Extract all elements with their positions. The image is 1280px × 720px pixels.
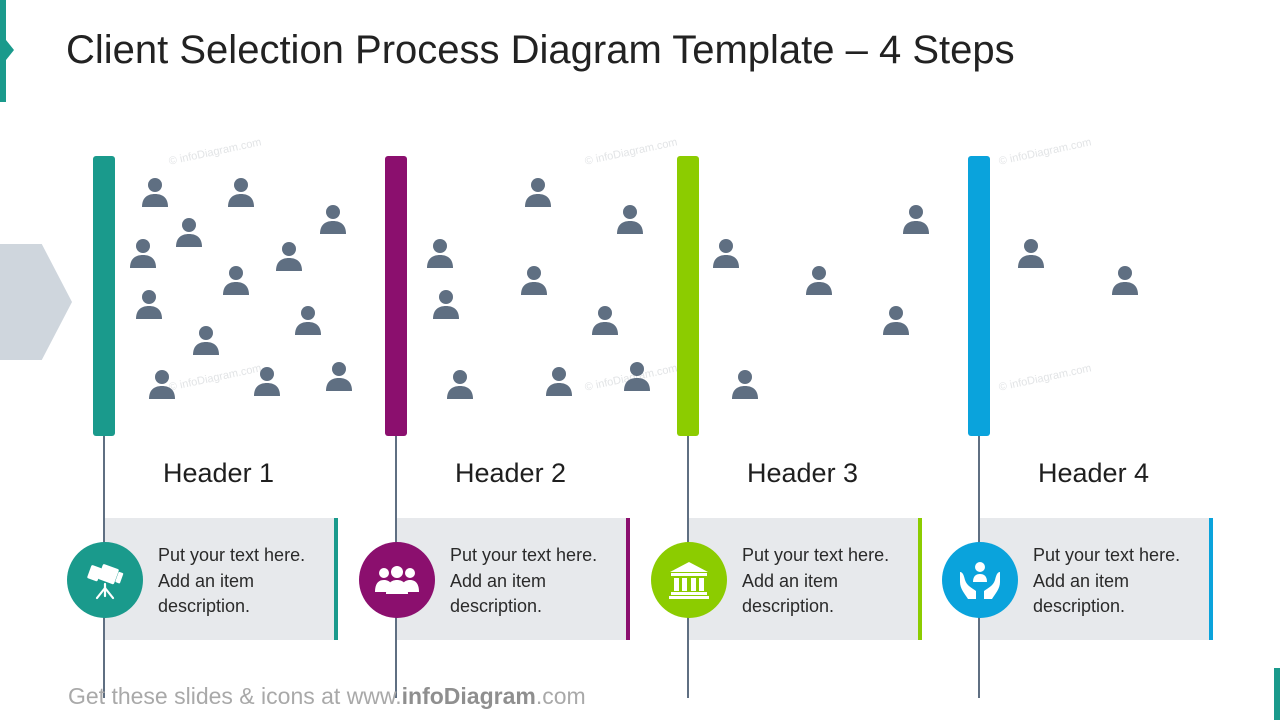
step-4-header: Header 4	[1038, 458, 1150, 488]
desc-line: Add an item	[158, 570, 255, 591]
person-icon	[591, 304, 619, 336]
person-icon	[135, 288, 163, 320]
bank-building-icon	[651, 542, 727, 618]
step-3-bar	[677, 156, 699, 436]
step-3-box-edge	[918, 518, 922, 640]
person-icon	[175, 216, 203, 248]
step-1-box-edge	[334, 518, 338, 640]
step-1-header: Header 1	[163, 458, 275, 488]
person-icon	[253, 365, 281, 397]
left-accent-notch	[6, 40, 14, 60]
step-1-description-box	[105, 518, 338, 640]
person-icon	[148, 368, 176, 400]
person-icon	[222, 264, 250, 296]
entry-arrow-shape	[0, 244, 72, 360]
step-1-description: Put your text here. Add an item descript…	[158, 543, 333, 620]
desc-line: description.	[742, 596, 835, 616]
person-icon	[731, 368, 759, 400]
person-icon	[275, 240, 303, 272]
step-4-bar	[968, 156, 990, 436]
person-icon	[616, 203, 644, 235]
step-3: Header 3 Put your text here. Add an item…	[651, 156, 957, 698]
step-4-description-box	[980, 518, 1213, 640]
step-2-description-box	[397, 518, 630, 640]
bottom-right-accent	[1274, 668, 1280, 720]
person-icon	[432, 288, 460, 320]
step-1-bar	[93, 156, 115, 436]
desc-line: Put your text here.	[742, 545, 890, 565]
step-2-bar	[385, 156, 407, 436]
telescope-icon	[67, 542, 143, 618]
person-icon	[1017, 237, 1045, 269]
footer-brand: infoDiagram	[401, 683, 536, 709]
step-4-box-edge	[1209, 518, 1213, 640]
person-icon	[524, 176, 552, 208]
step-3-description-box	[689, 518, 922, 640]
person-icon	[129, 237, 157, 269]
person-icon	[319, 203, 347, 235]
desc-line: description.	[450, 596, 543, 616]
step-4: Header 4 Put your text here. Add an item…	[942, 156, 1248, 698]
hands-person-icon	[942, 542, 1018, 618]
person-icon	[1111, 264, 1139, 296]
person-icon	[545, 365, 573, 397]
person-icon	[882, 304, 910, 336]
footer-credit: Get these slides & icons at www.infoDiag…	[68, 683, 586, 710]
desc-line: description.	[1033, 596, 1126, 616]
person-icon	[446, 368, 474, 400]
step-3-description: Put your text here. Add an item descript…	[742, 543, 917, 620]
person-icon	[520, 264, 548, 296]
person-icon	[141, 176, 169, 208]
desc-line: Put your text here.	[158, 545, 306, 565]
desc-line: Add an item	[450, 570, 547, 591]
footer-prefix: Get these slides & icons at www.	[68, 683, 402, 709]
person-icon	[902, 203, 930, 235]
left-accent-bar	[0, 0, 6, 102]
step-2: Header 2 Put your text here. Add an item…	[359, 156, 665, 698]
person-icon	[623, 360, 651, 392]
step-2-description: Put your text here. Add an item descript…	[450, 543, 625, 620]
desc-line: Add an item	[742, 570, 839, 591]
person-icon	[294, 304, 322, 336]
person-icon	[192, 324, 220, 356]
people-group-icon	[359, 542, 435, 618]
footer-suffix: .com	[535, 683, 586, 709]
step-3-header: Header 3	[747, 458, 859, 488]
person-icon	[325, 360, 353, 392]
person-icon	[227, 176, 255, 208]
desc-line: Put your text here.	[450, 545, 598, 565]
person-icon	[426, 237, 454, 269]
step-2-header: Header 2	[455, 458, 567, 488]
person-icon	[805, 264, 833, 296]
step-1: Header 1 Put your text here. Add an item…	[67, 156, 373, 698]
person-icon	[712, 237, 740, 269]
step-2-box-edge	[626, 518, 630, 640]
desc-line: Add an item	[1033, 570, 1130, 591]
desc-line: description.	[158, 596, 251, 616]
step-4-description: Put your text here. Add an item descript…	[1033, 543, 1208, 620]
desc-line: Put your text here.	[1033, 545, 1181, 565]
page-title: Client Selection Process Diagram Templat…	[66, 28, 1015, 72]
